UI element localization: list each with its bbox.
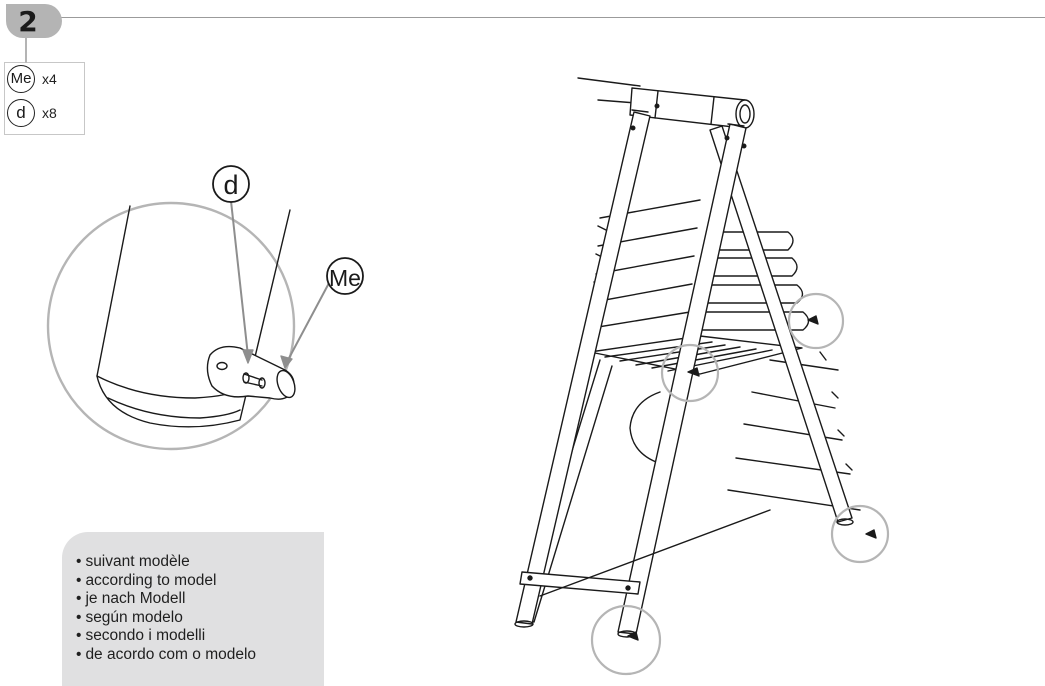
note-item-pt: de acordo com o modelo: [76, 646, 324, 665]
callout-d-label: d: [223, 170, 238, 200]
callout-me-label: Me: [329, 265, 361, 291]
note-item-fr: suivant modèle: [76, 553, 324, 572]
parts-row-d: d x8: [7, 99, 82, 129]
step-badge: 2: [6, 4, 62, 38]
note-item-de: je nach Modell: [76, 590, 324, 609]
note-item-es: según modelo: [76, 609, 324, 628]
step-header-rule: [60, 17, 1045, 18]
note-box: suivant modèle according to model je nac…: [62, 532, 324, 686]
note-item-en: according to model: [76, 572, 324, 591]
note-item-it: secondo i modelli: [76, 627, 324, 646]
step-number: 2: [18, 5, 38, 38]
part-d-icon: d: [7, 99, 35, 127]
parts-list: Me x4 d x8: [4, 62, 85, 135]
highlight-circles: [590, 292, 890, 676]
part-d-quantity: x8: [42, 105, 57, 121]
parts-row-me: Me x4: [7, 65, 82, 95]
part-me-icon: Me: [7, 65, 35, 93]
detail-zoom-illustration: [46, 165, 364, 451]
swing-frame-illustration: [514, 77, 877, 641]
part-me-quantity: x4: [42, 71, 57, 87]
note-list: suivant modèle according to model je nac…: [62, 532, 324, 665]
